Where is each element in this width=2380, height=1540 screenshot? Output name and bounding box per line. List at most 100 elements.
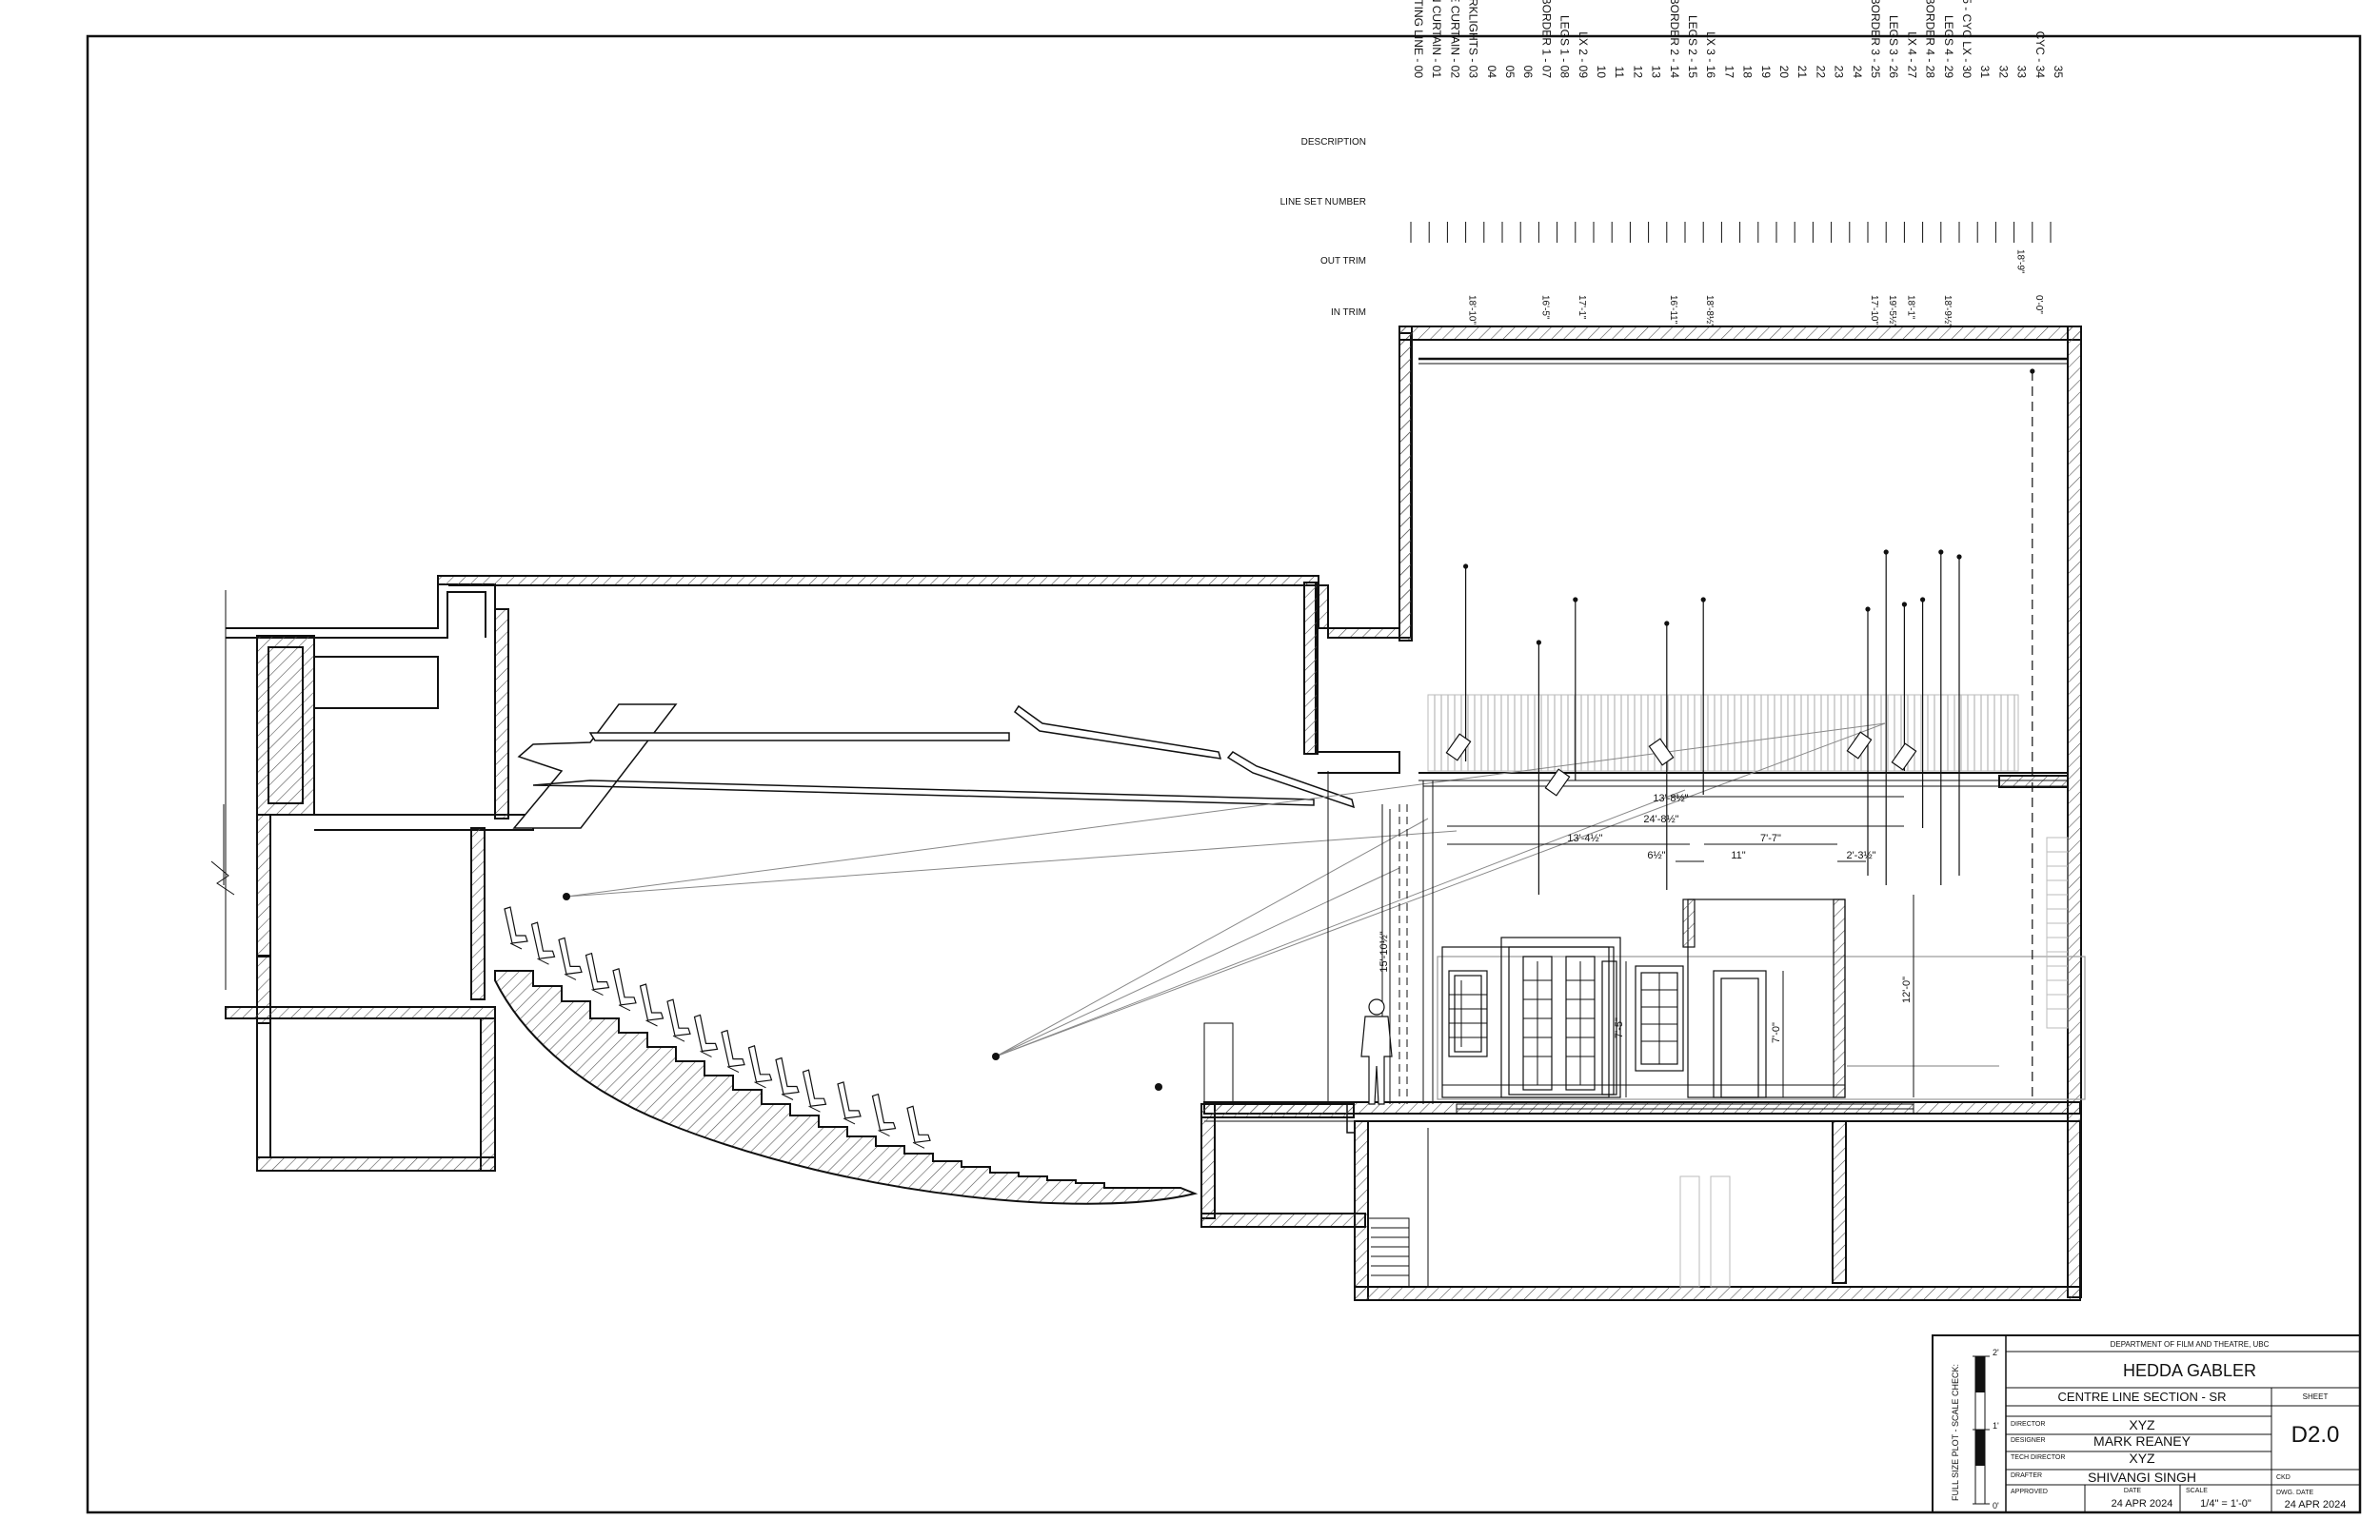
in-trim-09: 17'-1" [1577,295,1587,320]
line-set-31: 31 [1978,66,1992,79]
line-set-08: LEGS 1 - 08 [1558,15,1572,78]
seat [747,1045,773,1089]
dimension-lines [1389,796,1914,1099]
seat [530,921,556,965]
dwg-date-label: DWG. DATE [2276,1490,2313,1496]
drafter-label: DRAFTER [2011,1472,2042,1479]
lighting-fixtures [1445,731,1917,797]
seat [639,983,664,1027]
set-wall-left [1441,946,1610,1098]
line-set-schedule-labels: DESCRIPTION LINE SET NUMBER OUT TRIM IN … [1280,137,1366,318]
in-trim-14: 16'-11" [1668,295,1678,325]
dim-6-half: 6½" [1647,850,1665,861]
in-trim-07: 16'-5" [1539,295,1550,320]
line-set-15: LEGS 2 - 15 [1686,15,1699,78]
tech-director-value: XYZ [2129,1451,2155,1466]
line-set-schedule: SETTING LINE - 00 MAIN CURTAIN - 01 FIRE C… [1410,0,2065,327]
line-set-28: BORDER 4 - 28 [1924,0,1937,78]
line-set-12: 12 [1631,66,1644,79]
director-label: DIRECTOR [2011,1421,2045,1428]
sheet-number: D2.0 [2291,1422,2340,1448]
scale-check-label: FULL SIZE PLOT - SCALE CHECK: [1951,1364,1960,1501]
line-set-10: 10 [1595,66,1608,79]
out-trim-header: OUT TRIM [1320,256,1366,267]
line-set-00: SETTING LINE - 00 [1412,0,1425,78]
line-set-18: 18 [1741,66,1755,79]
dwg-date-value: 24 APR 2024 [2285,1499,2347,1510]
dim-7-0: 7'-0" [1771,1022,1782,1043]
building-section [210,326,2082,1301]
scale-value: 1/4" = 1'-0" [2200,1498,2251,1510]
drafter-value: SHIVANGI SINGH [2088,1470,2196,1485]
production-title: HEDDA GABLER [2123,1361,2256,1380]
line-set-32: 32 [1996,66,2010,79]
seat [906,1105,931,1149]
seat [775,1056,800,1100]
line-set-01: MAIN CURTAIN - 01 [1430,0,1443,78]
line-set-29: LEGS 4 - 29 [1942,15,1955,78]
in-trim-26: 19'-5½" [1887,295,1897,327]
dim-12-0: 12'-0" [1901,977,1913,1003]
dim-7-5: 7'-5" [1614,1017,1625,1038]
fly-tower-roof [1398,326,2082,341]
basement [1354,1120,2081,1301]
ckd-label: CKD [2276,1474,2291,1481]
date-value: 24 APR 2024 [2112,1498,2173,1510]
line-set-24: 24 [1851,66,1864,79]
sheet-label: SHEET [2303,1392,2329,1401]
fly-gallery-railing [1427,694,2019,772]
scale-label: SCALE [2186,1488,2208,1494]
lobby-wall-block [257,636,314,815]
tech-director-label: TECH DIRECTOR [2011,1454,2065,1461]
spot-markers [563,893,1162,1091]
line-set-17: 17 [1722,66,1735,79]
in-trim-16: 18'-8½" [1704,295,1715,327]
line-set-27: LX 4 - 27 [1905,31,1918,78]
seating-rake [494,970,1199,1205]
line-set-25: BORDER 3 - 25 [1869,0,1882,78]
line-set-05: 05 [1503,66,1517,79]
auditorium-roof [437,332,1412,639]
dim-7-7: 7'-7" [1760,833,1781,844]
line-set-07: BORDER 1 - 07 [1539,0,1553,78]
fly-tower-right-wall [2067,326,2082,1298]
in-trim-header: IN TRIM [1331,307,1366,318]
scale-tick-2: 2' [1993,1348,1999,1357]
date-label: DATE [2124,1488,2141,1494]
out-trim-33: 18'-9" [2015,249,2026,274]
seat [585,952,610,997]
line-set-26: LEGS 3 - 26 [1887,15,1900,78]
seat [558,937,583,980]
line-set-23: 23 [1833,66,1846,79]
drawing-title: CENTRE LINE SECTION - SR [2058,1390,2227,1404]
seat [837,1081,862,1125]
in-trim-34: 0'-0" [2033,295,2044,314]
lobby-upper-room [226,583,496,629]
line-set-13: 13 [1650,66,1663,79]
seat-rows [504,906,931,1149]
dim-15-10: 15'-10½" [1378,931,1390,972]
seat [666,998,691,1042]
fly-pipes [1462,368,2035,1104]
line-set-16: LX 3 - 16 [1704,31,1717,78]
in-trim-03: 18'-10" [1467,295,1478,325]
fly-tower-left-wall [1398,326,1413,642]
line-set-22: 22 [1814,66,1827,79]
seat [871,1093,897,1137]
raked-seating [494,906,1199,1205]
title-block: FULL SIZE PLOT - SCALE CHECK: 2' 1' 0' D… [1932,1334,2361,1513]
line-set-14: BORDER 2 - 14 [1668,0,1681,78]
line-set-35: 35 [2052,66,2065,79]
scale-tick-1: 1' [1993,1421,1999,1431]
line-set-04: 04 [1485,66,1498,79]
line-set-number-header: LINE SET NUMBER [1280,197,1366,207]
dim-11: 11" [1731,850,1745,861]
in-trim-29: 18'-9½" [1942,295,1953,327]
scale-figure [1360,998,1393,1105]
line-set-30: LX 5 - CYC LX - 30 [1960,0,1973,78]
line-set-02: FIRE CURTAIN - 02 [1448,0,1461,78]
catwalk-bridge [512,703,678,829]
lobby-lower-room [226,1006,496,1172]
scale-tick-0: 0' [1993,1501,1999,1510]
